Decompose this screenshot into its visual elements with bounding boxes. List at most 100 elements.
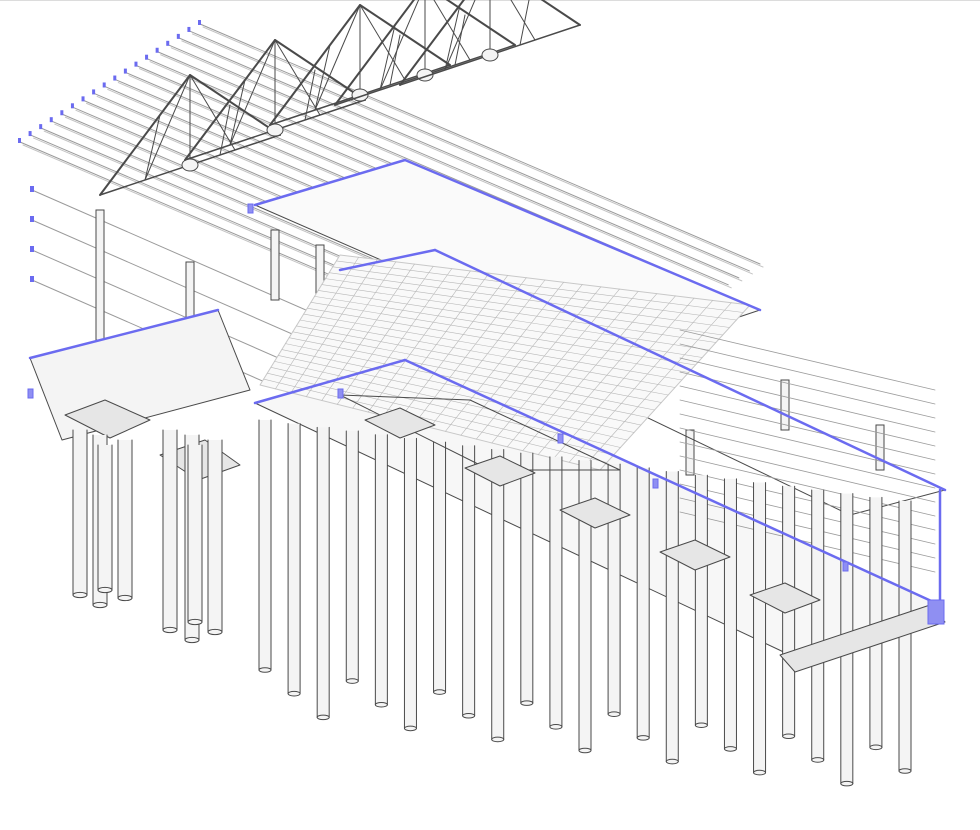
front-pile-cap xyxy=(559,497,631,529)
truss-web xyxy=(433,0,471,61)
front-pile-shaft xyxy=(753,482,766,773)
truss-web xyxy=(229,79,246,146)
highlighted-end-block xyxy=(27,388,34,399)
left-pile-tip xyxy=(207,628,223,636)
grid-line xyxy=(263,378,608,463)
front-pile-tip xyxy=(433,689,447,695)
front-pile-shaft xyxy=(259,420,271,670)
front-pile-tip xyxy=(782,733,796,740)
truss-web xyxy=(454,14,466,66)
truss-top-chord-right xyxy=(540,0,581,26)
left-pile-tip xyxy=(187,618,203,626)
truss-top-chord-left xyxy=(399,0,465,86)
purlin-end-cap xyxy=(60,110,64,116)
purlin-end-cap xyxy=(187,26,191,32)
front-pile-shaft xyxy=(491,449,504,740)
left-pile-cap-top xyxy=(64,399,151,439)
rail-end-cap xyxy=(30,186,34,192)
truss-web xyxy=(379,0,420,91)
truss-top-chord-right xyxy=(445,0,516,46)
highlighted-end-block xyxy=(337,388,344,399)
truss-top-chord-right xyxy=(359,4,451,66)
grid-line xyxy=(584,302,732,467)
truss-node xyxy=(481,48,499,62)
highlighted-end-block xyxy=(842,561,849,572)
purlin xyxy=(188,30,750,272)
front-pile-shaft xyxy=(869,497,882,748)
front-pile-shaft xyxy=(462,445,475,716)
highlighted-end-block xyxy=(247,203,254,214)
highlighted-edges xyxy=(27,158,947,625)
grid-line xyxy=(281,349,642,426)
highlighted-end-block xyxy=(557,433,564,444)
front-pile-tip xyxy=(869,744,883,751)
left-pile-tip xyxy=(117,594,133,602)
purlin-end-cap xyxy=(102,82,106,88)
column xyxy=(270,229,280,301)
grade-beam xyxy=(339,394,621,471)
left-pile-tip xyxy=(72,591,88,599)
left-pile-tip xyxy=(184,636,200,644)
front-pile-cap xyxy=(659,539,731,571)
truss-top-chord-right xyxy=(274,39,366,101)
purlin-end-cap xyxy=(28,131,32,137)
front-pile-cap xyxy=(364,407,436,439)
grid-line xyxy=(553,297,695,459)
grid-line xyxy=(491,288,620,444)
front-pile-shaft xyxy=(288,423,301,694)
front-pile-shaft xyxy=(317,427,330,718)
purlin-end-cap xyxy=(39,124,43,130)
purlin xyxy=(199,23,761,265)
front-pile-tip xyxy=(287,690,301,697)
front-pile-tip xyxy=(374,701,388,708)
purlin xyxy=(178,37,740,279)
deck-rib xyxy=(679,469,936,531)
front-pile-shaft xyxy=(433,442,446,693)
front-pile-tip xyxy=(520,700,534,706)
front-pile-tip xyxy=(636,735,650,741)
front-pile-shaft xyxy=(520,453,533,704)
grid-line xyxy=(568,300,714,463)
column xyxy=(875,424,885,471)
front-pile-tip xyxy=(403,725,417,732)
left-pile-shaft xyxy=(98,445,112,590)
purlin-end-cap xyxy=(134,61,138,67)
front-pile-tip xyxy=(578,747,592,754)
front-pile-shaft xyxy=(579,460,591,751)
front-pile-tip xyxy=(694,722,708,729)
purlin-end-cap xyxy=(18,138,21,143)
grid-line xyxy=(476,286,602,440)
deck-rib xyxy=(679,371,936,433)
grid-line xyxy=(429,279,546,428)
front-pile-shaft xyxy=(695,475,708,726)
truss-web xyxy=(229,39,276,146)
highlighted-edge xyxy=(28,308,220,360)
waffle-grid xyxy=(259,254,936,573)
deck-rib xyxy=(679,511,936,573)
front-pile-shaft xyxy=(375,434,388,705)
truss-top-chord-left xyxy=(99,74,191,196)
front-pile-shaft xyxy=(637,467,650,738)
purlin-end-cap xyxy=(166,40,170,46)
left-foundation xyxy=(64,399,241,644)
truss-web xyxy=(219,104,231,156)
highlighted-edge xyxy=(253,358,407,405)
left-pile-shaft xyxy=(73,430,87,595)
deck-rib xyxy=(679,399,936,461)
left-pile-tip xyxy=(92,601,108,609)
deck-rib xyxy=(679,497,936,559)
deck-rib xyxy=(679,427,936,489)
grid-line xyxy=(445,281,564,432)
deck-rib xyxy=(679,483,936,545)
truss-web xyxy=(519,0,530,46)
purlin-end-cap xyxy=(92,89,96,95)
front-pile-shaft xyxy=(899,501,911,771)
truss-web xyxy=(444,0,476,71)
front-pile-cap xyxy=(749,582,821,614)
purlin-end-cap xyxy=(49,117,53,123)
roof-truss xyxy=(184,39,366,161)
front-pile-shaft xyxy=(666,471,679,762)
grid-line xyxy=(506,291,639,448)
